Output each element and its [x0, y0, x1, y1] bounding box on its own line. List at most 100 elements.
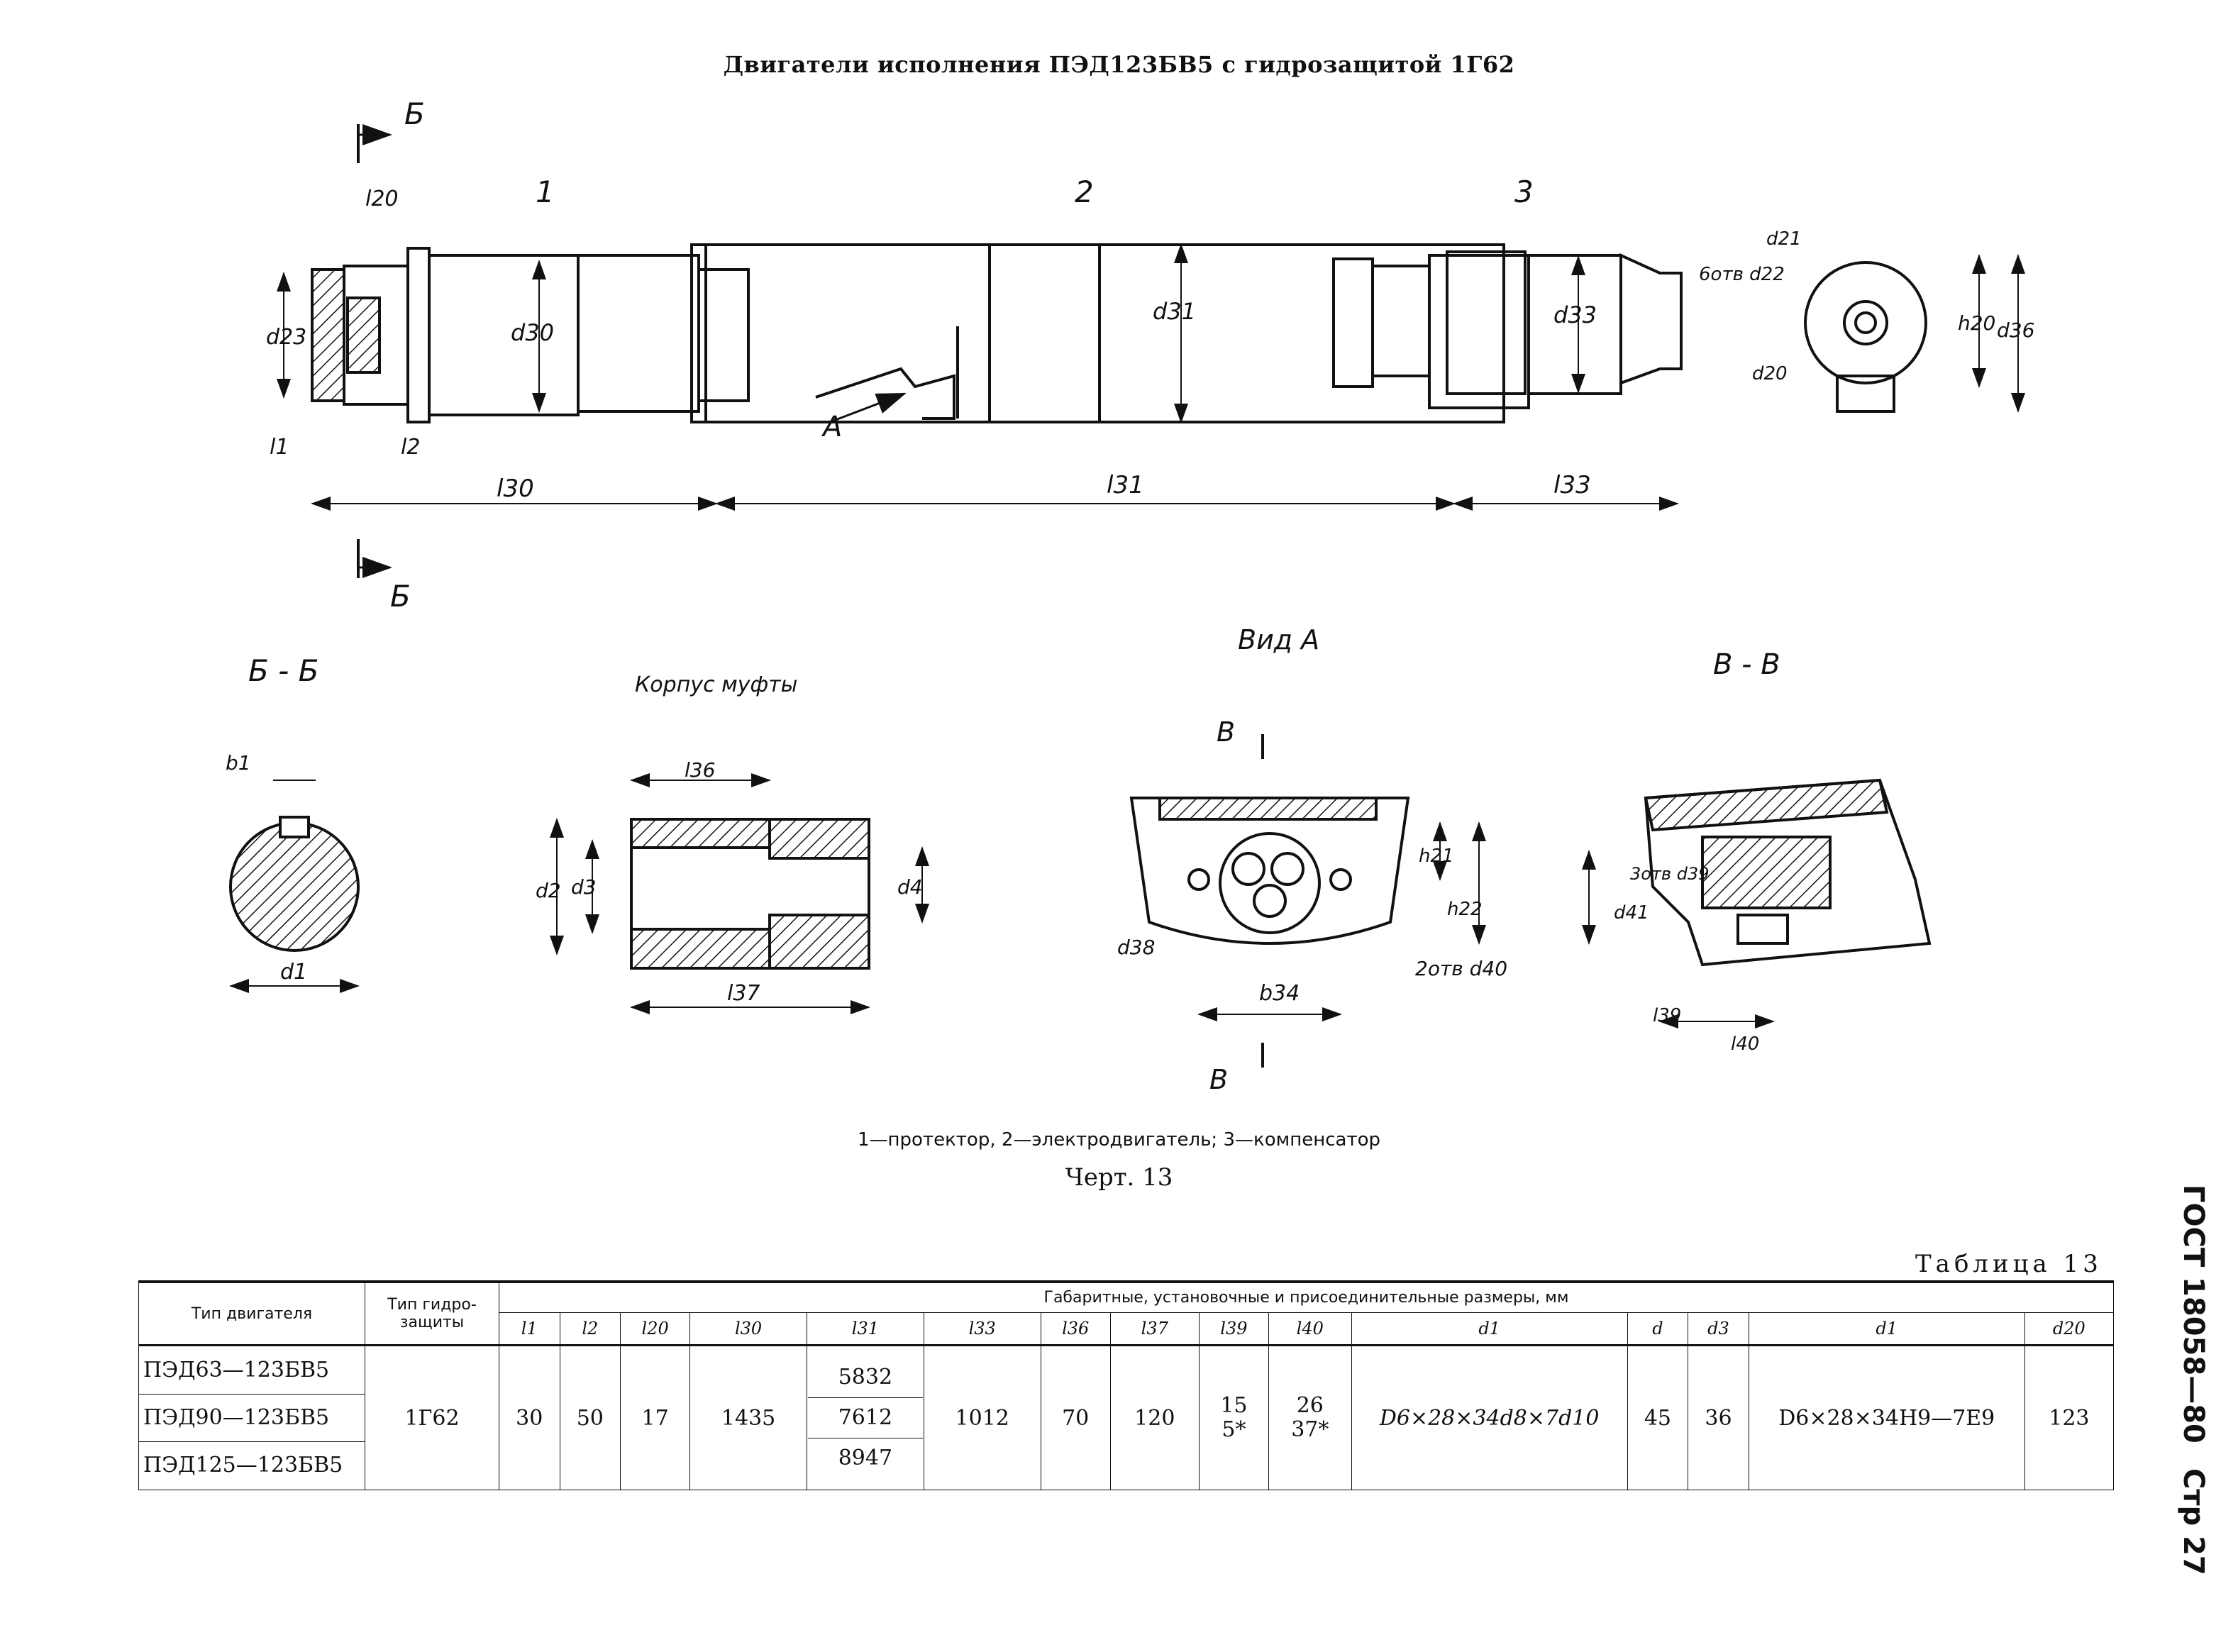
svg-text:l30: l30 [497, 475, 534, 503]
table-caption: Таблица 13 [1915, 1250, 2103, 1278]
section-bb-view [229, 780, 360, 993]
svg-text:d4: d4 [897, 875, 923, 899]
motor-type: ПЭД125—123БВ5 [139, 1441, 365, 1489]
section-vv [1582, 778, 1932, 1029]
motor-types-cell: ПЭД63—123БВ5 ПЭД90—123БВ5 ПЭД125—123БВ5 [138, 1344, 365, 1490]
mark-b-top: Б [404, 96, 425, 131]
dimensions-table: Тип двигателя Тип гидро-защиты Габаритны… [138, 1280, 2115, 1490]
view-titles: Б - Б Корпус муфты Вид А В - В [248, 624, 1780, 697]
part-1: 1 [536, 174, 555, 209]
figure-legend: 1—протектор, 2—электродвигатель; 3—компе… [857, 1129, 1380, 1151]
d1-a-cell: D6×28×34d8×7d10 [1351, 1344, 1628, 1490]
figure-caption: Черт. 13 [1065, 1163, 1173, 1192]
svg-text:b1: b1 [226, 751, 251, 775]
mark-b-bottom: Б [390, 579, 411, 614]
col-l37: l37 [1109, 1312, 1200, 1346]
l2-cell: 50 [559, 1344, 621, 1490]
col-l1: l1 [499, 1312, 560, 1346]
d-cell: 45 [1627, 1344, 1689, 1490]
col-l30: l30 [689, 1312, 807, 1346]
coupling-view [550, 773, 929, 1014]
svg-text:d20: d20 [1752, 363, 1788, 384]
col-l33: l33 [923, 1312, 1041, 1346]
svg-text:d31: d31 [1153, 298, 1196, 325]
col-d1-a: d1 [1351, 1312, 1628, 1346]
d20-cell: 123 [2024, 1344, 2115, 1490]
motor-type: ПЭД90—123БВ5 [139, 1394, 365, 1441]
svg-text:l36: l36 [685, 758, 715, 782]
col-d3: d3 [1688, 1312, 1749, 1346]
svg-text:2отв d40: 2отв d40 [1415, 957, 1507, 980]
svg-text:В: В [1217, 716, 1235, 748]
svg-text:h21: h21 [1419, 846, 1454, 867]
svg-text:d36: d36 [1997, 318, 2034, 342]
col-l20: l20 [620, 1312, 691, 1346]
l39-value: 15 [1220, 1393, 1248, 1418]
svg-text:l20: l20 [365, 187, 399, 211]
d3-cell: 36 [1688, 1344, 1749, 1490]
svg-text:6отв d22: 6отв d22 [1699, 264, 1785, 285]
standard-number: ГОСТ 18058—80 [2177, 1185, 2210, 1443]
svg-text:h22: h22 [1447, 899, 1483, 920]
l40-value: 26 [1296, 1393, 1324, 1418]
svg-text:h20: h20 [1958, 311, 1995, 335]
l1-cell: 30 [499, 1344, 560, 1490]
l31-value: 7612 [807, 1397, 923, 1438]
col-l39: l39 [1198, 1312, 1269, 1346]
l31-value: 8947 [807, 1438, 923, 1478]
col-protection-type: Тип гидро-защиты [365, 1280, 499, 1346]
svg-text:l33: l33 [1553, 471, 1591, 499]
svg-text:d30: d30 [511, 319, 554, 346]
svg-text:l37: l37 [727, 981, 760, 1006]
col-d20: d20 [2024, 1312, 2115, 1346]
svg-text:В: В [1209, 1064, 1228, 1095]
svg-text:d2: d2 [536, 879, 561, 902]
l33-cell: 1012 [923, 1344, 1041, 1490]
svg-text:l40: l40 [1731, 1033, 1759, 1055]
svg-text:l2: l2 [401, 435, 420, 460]
page-number: Стр 27 [2177, 1468, 2210, 1575]
col-dimensions-group: Габаритные, установочные и присоединител… [499, 1280, 2114, 1313]
svg-text:b34: b34 [1259, 981, 1300, 1006]
part-3: 3 [1514, 174, 1534, 209]
svg-text:d33: d33 [1553, 301, 1597, 328]
col-l40: l40 [1268, 1312, 1352, 1346]
svg-text:d3: d3 [571, 875, 597, 899]
section-vv-title: В - В [1713, 648, 1780, 681]
svg-text:l39: l39 [1653, 1005, 1681, 1026]
l39-value: 5* [1222, 1417, 1246, 1442]
l40-cell: 26 37* [1268, 1344, 1352, 1490]
svg-text:d21: d21 [1766, 228, 1802, 250]
l36-cell: 70 [1040, 1344, 1111, 1490]
l40-value: 37* [1291, 1417, 1329, 1442]
col-motor-type: Тип двигателя [138, 1280, 365, 1346]
protection-cell: 1Г62 [365, 1344, 499, 1490]
col-d: d [1627, 1312, 1689, 1346]
svg-text:l1: l1 [270, 435, 289, 460]
svg-text:3отв d39: 3отв d39 [1630, 864, 1709, 884]
part-2: 2 [1075, 174, 1094, 209]
svg-text:d41: d41 [1614, 902, 1649, 924]
main-assembly [277, 124, 2025, 578]
page-title: Двигатели исполнения ПЭД123БВ5 с гидроза… [723, 51, 1515, 78]
l37-cell: 120 [1109, 1344, 1200, 1490]
motor-type: ПЭД63—123БВ5 [143, 1358, 330, 1382]
svg-text:d1: d1 [280, 960, 307, 985]
l30-cell: 1435 [689, 1344, 807, 1490]
svg-text:l31: l31 [1107, 471, 1144, 499]
col-l2: l2 [559, 1312, 621, 1346]
page-sidebar: ГОСТ 18058—80 Стр 27 [2167, 1185, 2210, 1582]
technical-drawing: Б Б 1 2 3 A l20 d23 d30 d31 d33 l1 l2 l3… [226, 96, 2034, 1095]
svg-text:d38: d38 [1117, 936, 1155, 959]
svg-text:d23: d23 [266, 325, 306, 350]
view-a-arrow-label: A [821, 411, 842, 443]
view-a [1129, 734, 1486, 1068]
col-d1-b: d1 [1748, 1312, 2025, 1346]
view-a-title: Вид А [1238, 624, 1319, 655]
coupling-title: Корпус муфты [635, 672, 797, 697]
col-l36: l36 [1040, 1312, 1111, 1346]
main-labels: Б Б 1 2 3 A l20 d23 d30 d31 d33 l1 l2 l3… [266, 96, 2034, 614]
section-bb-title: Б - Б [248, 653, 318, 688]
d1-b-cell: D6×28×34H9—7E9 [1748, 1344, 2025, 1490]
table-row: ПЭД63—123БВ5 ПЭД90—123БВ5 ПЭД125—123БВ5 … [138, 1344, 2115, 1490]
